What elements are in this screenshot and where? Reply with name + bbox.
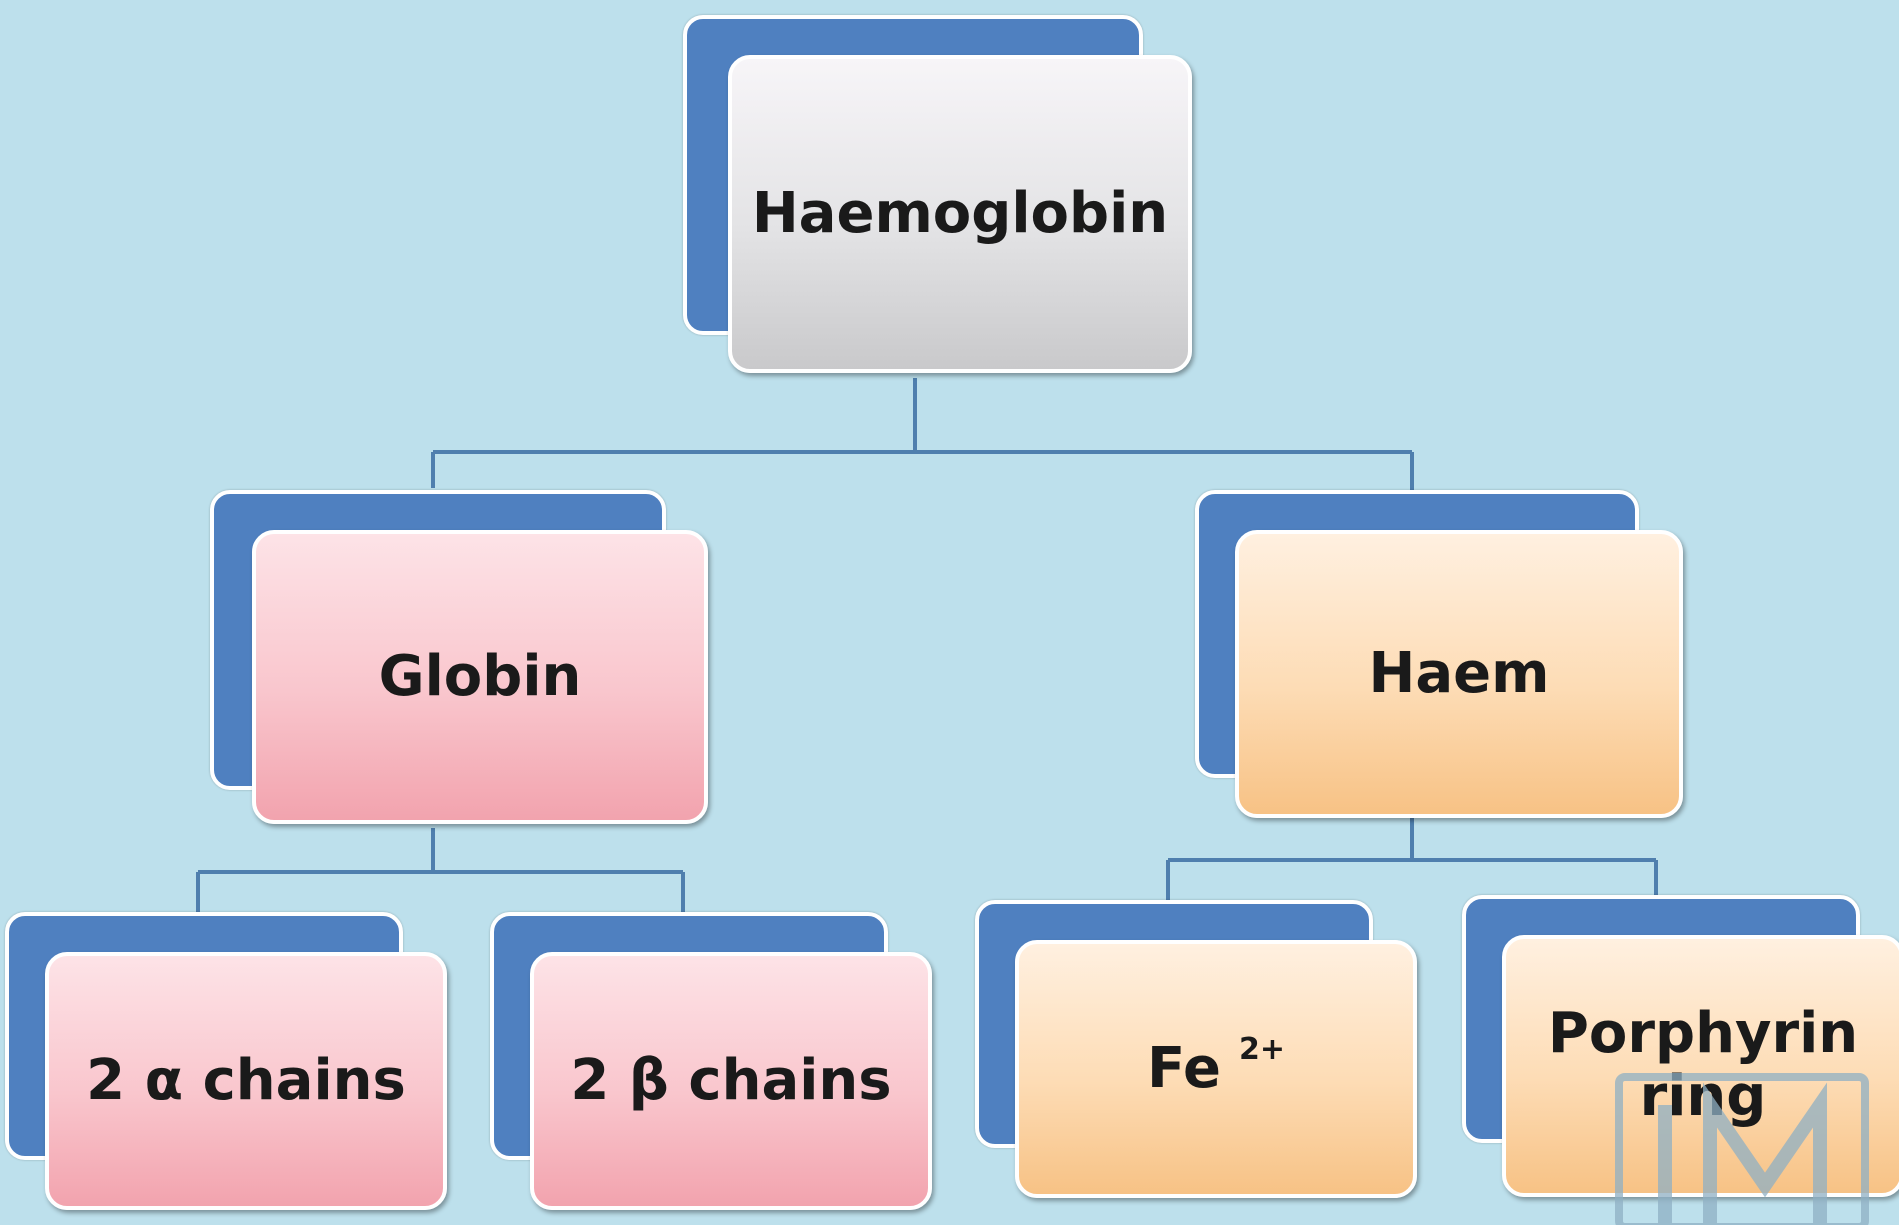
node-iron-label: Fe 2+ bbox=[1147, 1032, 1285, 1101]
node-beta-chains-label: 2 β chains bbox=[570, 1047, 892, 1113]
node-globin-label: Globin bbox=[378, 643, 582, 709]
node-haem-card: Haem bbox=[1235, 530, 1683, 818]
node-alpha-chains-label: 2 α chains bbox=[86, 1047, 406, 1113]
node-globin-card: Globin bbox=[252, 530, 708, 824]
porphyrin-line1: Porphyrin bbox=[1547, 1001, 1859, 1067]
node-haem-label: Haem bbox=[1368, 640, 1550, 706]
watermark-logo bbox=[1615, 1073, 1869, 1225]
node-iron-card: Fe 2+ bbox=[1015, 940, 1417, 1198]
iron-charge: 2+ bbox=[1238, 1031, 1285, 1067]
node-haemoglobin-card: Haemoglobin bbox=[728, 55, 1192, 373]
node-beta-chains-card: 2 β chains bbox=[530, 952, 932, 1210]
node-haemoglobin-label: Haemoglobin bbox=[751, 180, 1169, 246]
iron-symbol: Fe bbox=[1147, 1035, 1221, 1101]
node-alpha-chains-card: 2 α chains bbox=[45, 952, 447, 1210]
